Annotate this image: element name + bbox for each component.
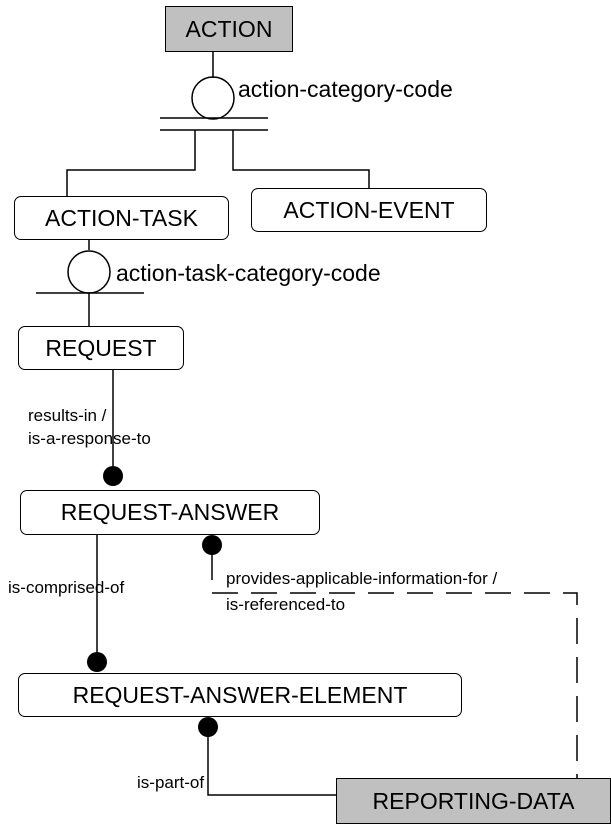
- action-event-subtype-line: [232, 130, 370, 188]
- provides-info-end-dot: [202, 535, 222, 555]
- entity-request-answer: REQUEST-ANSWER: [20, 490, 320, 535]
- is-referenced-to-label: is-referenced-to: [226, 595, 346, 614]
- is-comprised-of-label: is-comprised-of: [8, 578, 125, 597]
- is-a-response-to-label: is-a-response-to: [28, 429, 151, 448]
- results-in-label: results-in /: [28, 406, 107, 425]
- action-category-circle: [191, 76, 235, 120]
- part-of-relationship-line: [207, 727, 336, 796]
- action-category-code-label: action-category-code: [238, 76, 453, 102]
- entity-reporting-data: REPORTING-DATA: [336, 778, 611, 824]
- comprised-of-end-dot: [87, 652, 107, 672]
- request-answer-end-dot: [103, 466, 123, 486]
- entity-action: ACTION: [165, 6, 293, 52]
- entity-action-task: ACTION-TASK: [14, 196, 229, 240]
- is-part-of-label: is-part-of: [137, 773, 205, 792]
- action-task-category-code-label: action-task-category-code: [116, 260, 381, 286]
- entity-request-answer-element: REQUEST-ANSWER-ELEMENT: [18, 673, 462, 717]
- action-task-subtype-line: [66, 130, 196, 196]
- provides-applicable-information-label: provides-applicable-information-for /: [226, 569, 498, 588]
- part-of-end-dot: [198, 717, 218, 737]
- provides-information-dashed-line: [211, 554, 578, 778]
- entity-action-event: ACTION-EVENT: [251, 188, 487, 232]
- task-category-circle: [67, 250, 111, 294]
- entity-request: REQUEST: [18, 326, 184, 370]
